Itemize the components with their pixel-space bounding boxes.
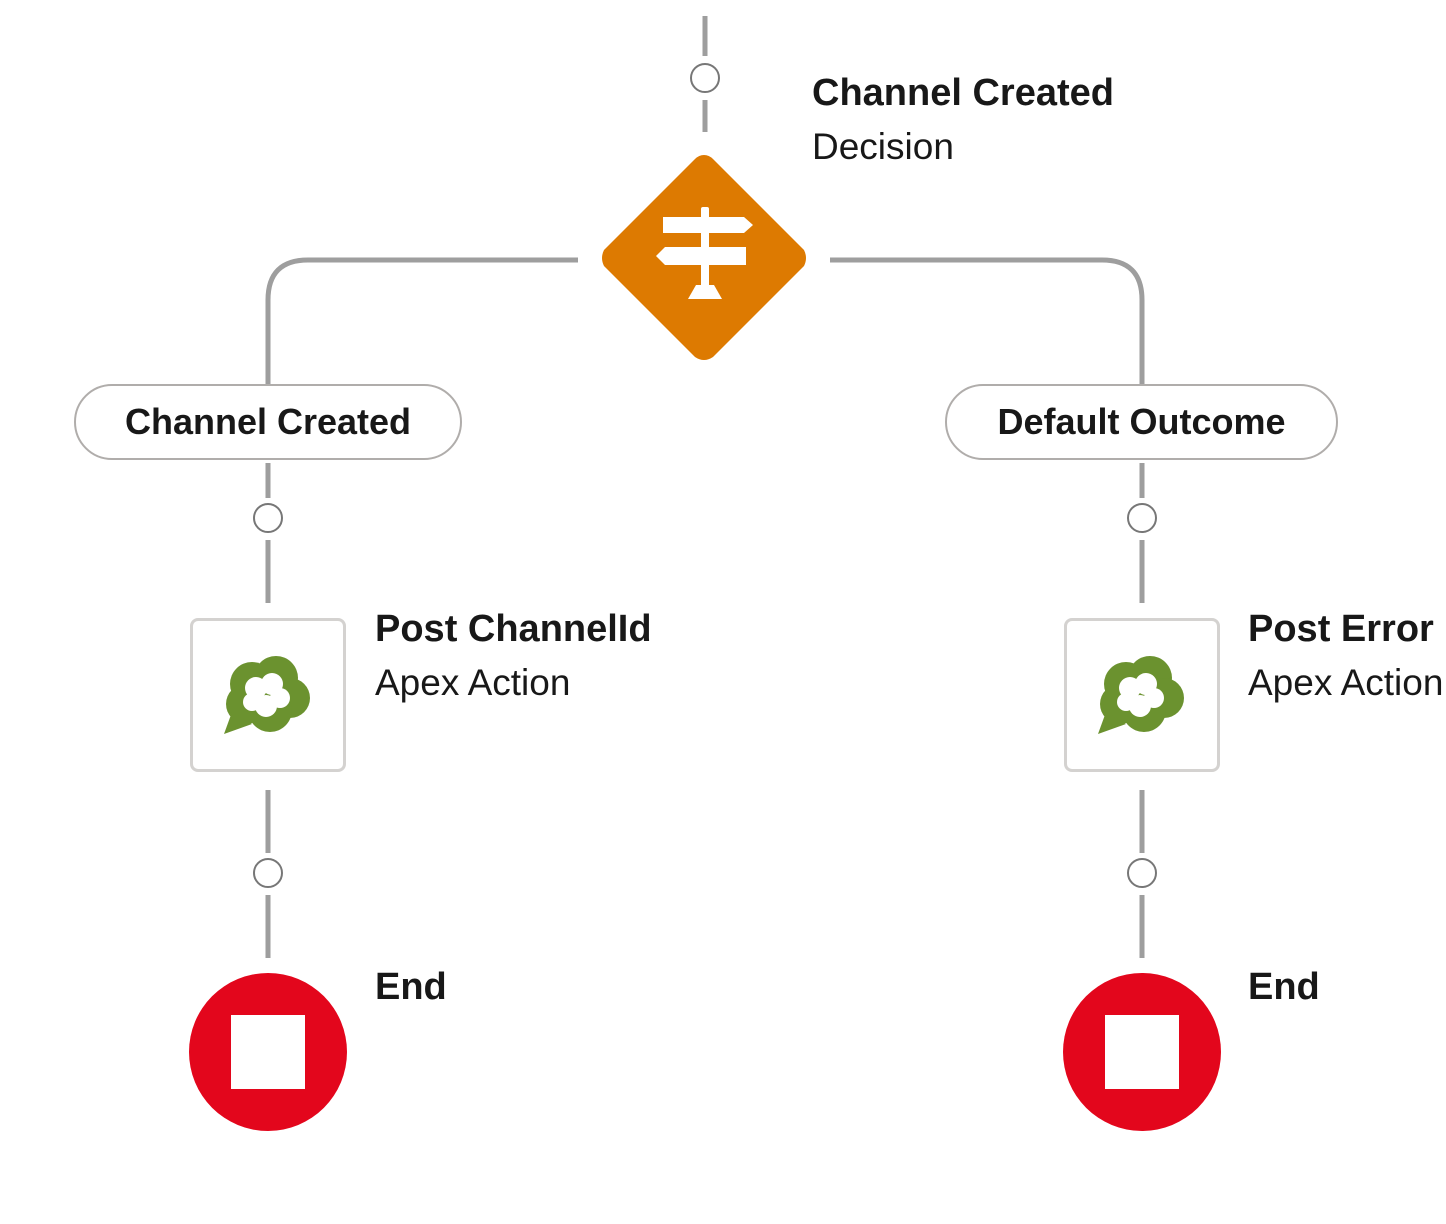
decision-title: Channel Created — [812, 72, 1114, 114]
apex-action-node[interactable] — [190, 618, 346, 772]
add-element-connector[interactable] — [1127, 858, 1157, 888]
decision-diamond — [602, 155, 806, 360]
outcome-pill-channel-created[interactable]: Channel Created — [74, 384, 462, 460]
add-element-connector[interactable] — [253, 503, 283, 533]
decision-type: Decision — [812, 126, 954, 167]
stop-icon — [231, 1015, 305, 1089]
action-title: Post ChannelId — [375, 608, 652, 650]
apex-action-node[interactable] — [1064, 618, 1220, 772]
end-node[interactable] — [1063, 973, 1221, 1131]
decision-node[interactable] — [596, 151, 812, 365]
end-title: End — [1248, 966, 1320, 1008]
chatter-cloud-icon — [1098, 656, 1184, 734]
end-title: End — [375, 966, 447, 1008]
outcome-pill-default[interactable]: Default Outcome — [945, 384, 1338, 460]
signpost-icon — [656, 207, 753, 299]
outcome-label: Channel Created — [124, 401, 412, 442]
action-title: Post Error — [1248, 608, 1434, 650]
add-element-connector[interactable] — [253, 858, 283, 888]
end-node[interactable] — [189, 973, 347, 1131]
add-element-connector[interactable] — [690, 63, 720, 93]
action-type: Apex Action — [1248, 662, 1444, 703]
action-type: Apex Action — [375, 662, 571, 703]
add-element-connector[interactable] — [1127, 503, 1157, 533]
outcome-label: Default Outcome — [997, 401, 1286, 442]
chatter-cloud-icon — [224, 656, 310, 734]
stop-icon — [1105, 1015, 1179, 1089]
